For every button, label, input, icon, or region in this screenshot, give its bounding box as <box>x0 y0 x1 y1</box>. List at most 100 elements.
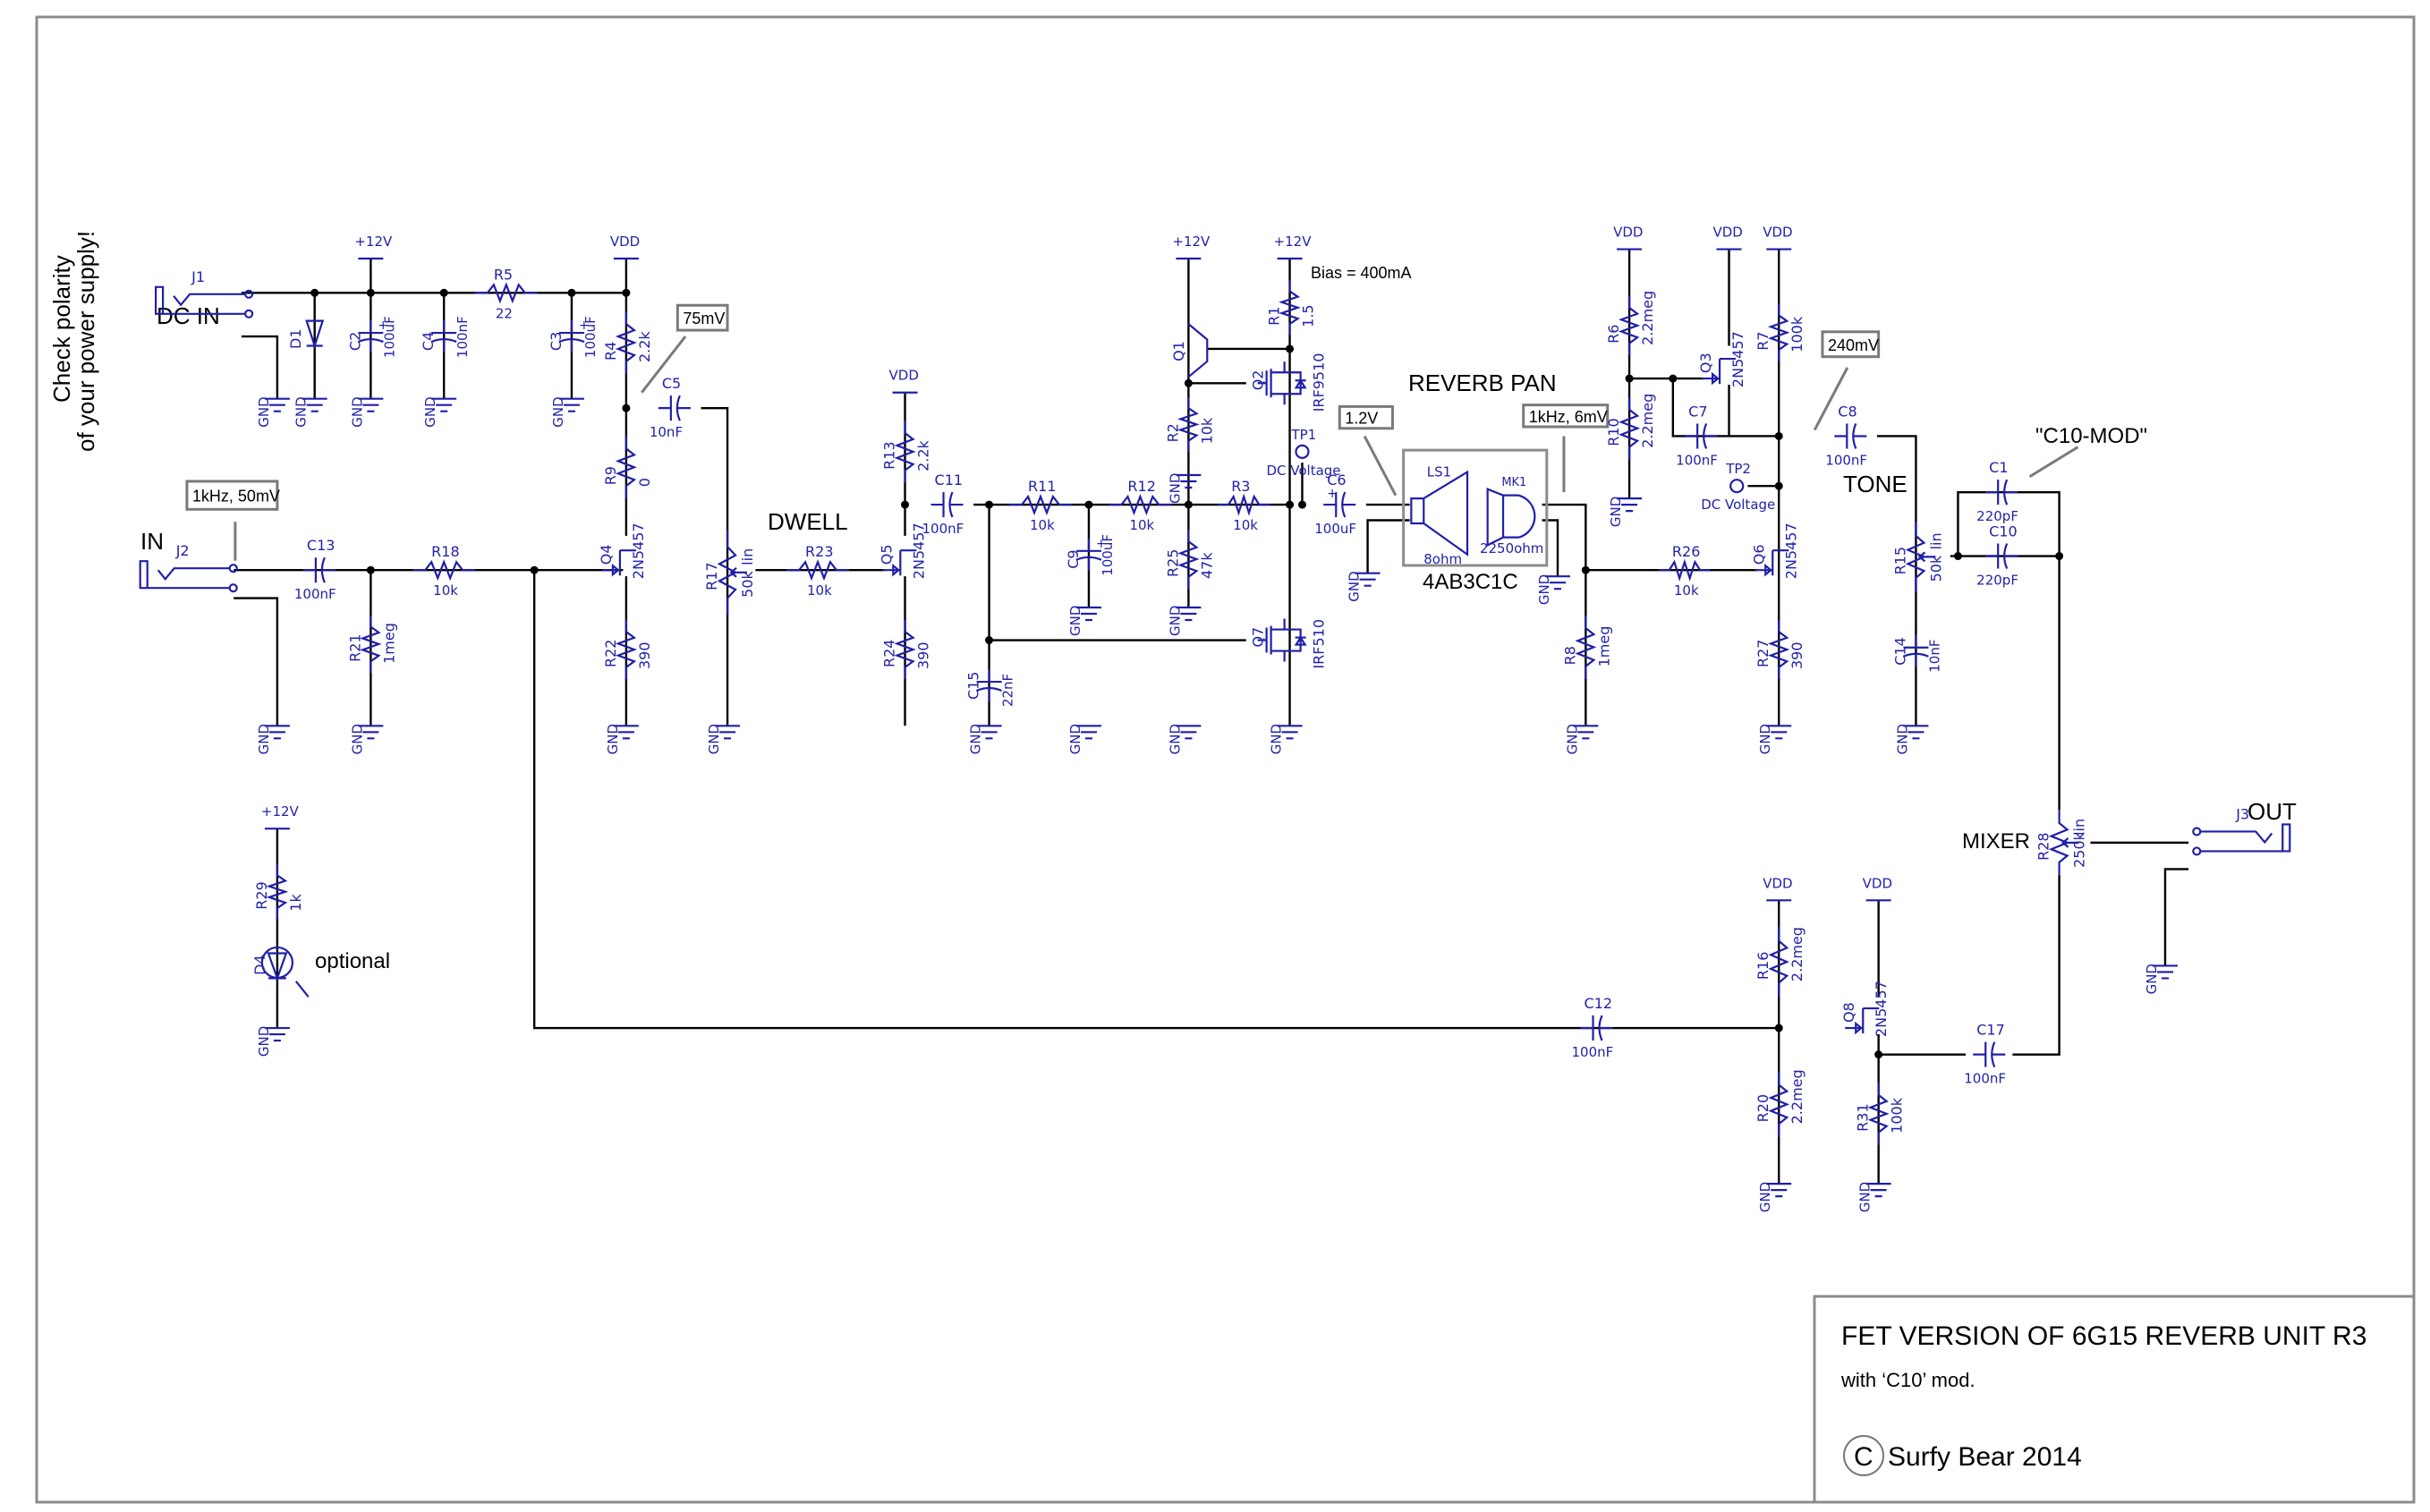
wire <box>1671 378 1780 437</box>
jack-j1[interactable]: J1 <box>155 268 254 319</box>
supply-v12: +12V <box>1172 234 1211 260</box>
ground-symbol: GND <box>256 724 290 754</box>
supply-label: VDD <box>1713 225 1743 241</box>
led-ref: D4 <box>251 955 268 975</box>
ground-symbol: GND <box>1167 724 1202 754</box>
ground-label: GND <box>706 724 722 754</box>
supply-vdd: VDD <box>1763 225 1793 251</box>
capacitor-value: 100nF <box>455 316 471 358</box>
transistor-q1[interactable] <box>1187 323 1209 378</box>
resistor-ref: R26 <box>1672 543 1700 560</box>
polarity-mark: + <box>579 319 590 333</box>
ground-symbol: GND <box>1757 724 1792 754</box>
optional-label: optional <box>315 949 390 973</box>
junction-dot <box>622 403 631 412</box>
capacitor-ref: C9 <box>1065 549 1082 568</box>
ground-label: GND <box>1857 1182 1873 1212</box>
supply-v12: +12V <box>1274 234 1312 260</box>
jack-j3[interactable]: J3 <box>2192 805 2291 856</box>
test-point-label: DC Voltage <box>1701 497 1775 513</box>
wire <box>532 570 1780 1030</box>
resistor-value: 1.5 <box>1300 304 1317 327</box>
capacitor-value: 100nF <box>1676 452 1718 468</box>
capacitor-value: 100nF <box>294 586 336 602</box>
copyright-circle-icon <box>1843 1435 1884 1476</box>
notes: Check polarity of your power supply! DC … <box>48 231 2297 973</box>
measurement-value: 1kHz, 6mV <box>1529 408 1608 426</box>
led-d4[interactable]: D4 <box>251 946 310 998</box>
resistor-value: 2.2k <box>915 439 932 471</box>
jack-j2[interactable]: J2 <box>139 542 238 593</box>
ground-symbol: GND <box>550 396 584 428</box>
wire <box>1542 503 1587 726</box>
capacitor-value: 100nF <box>922 521 964 537</box>
ground-label: GND <box>422 396 438 427</box>
ground-label: GND <box>1167 606 1183 636</box>
c10-mod-label: "C10-MOD" <box>2035 424 2147 448</box>
in-label: IN <box>140 528 164 555</box>
wire <box>701 406 729 726</box>
ground-label: GND <box>1564 724 1580 754</box>
ground-label: GND <box>550 396 566 427</box>
jack-ref: J3 <box>2235 805 2249 822</box>
resistor-ref: R3 <box>1231 478 1250 495</box>
capacitor-ref: C2 <box>346 332 363 351</box>
diode-d1[interactable] <box>305 319 325 350</box>
junction-dot <box>1774 481 1783 490</box>
